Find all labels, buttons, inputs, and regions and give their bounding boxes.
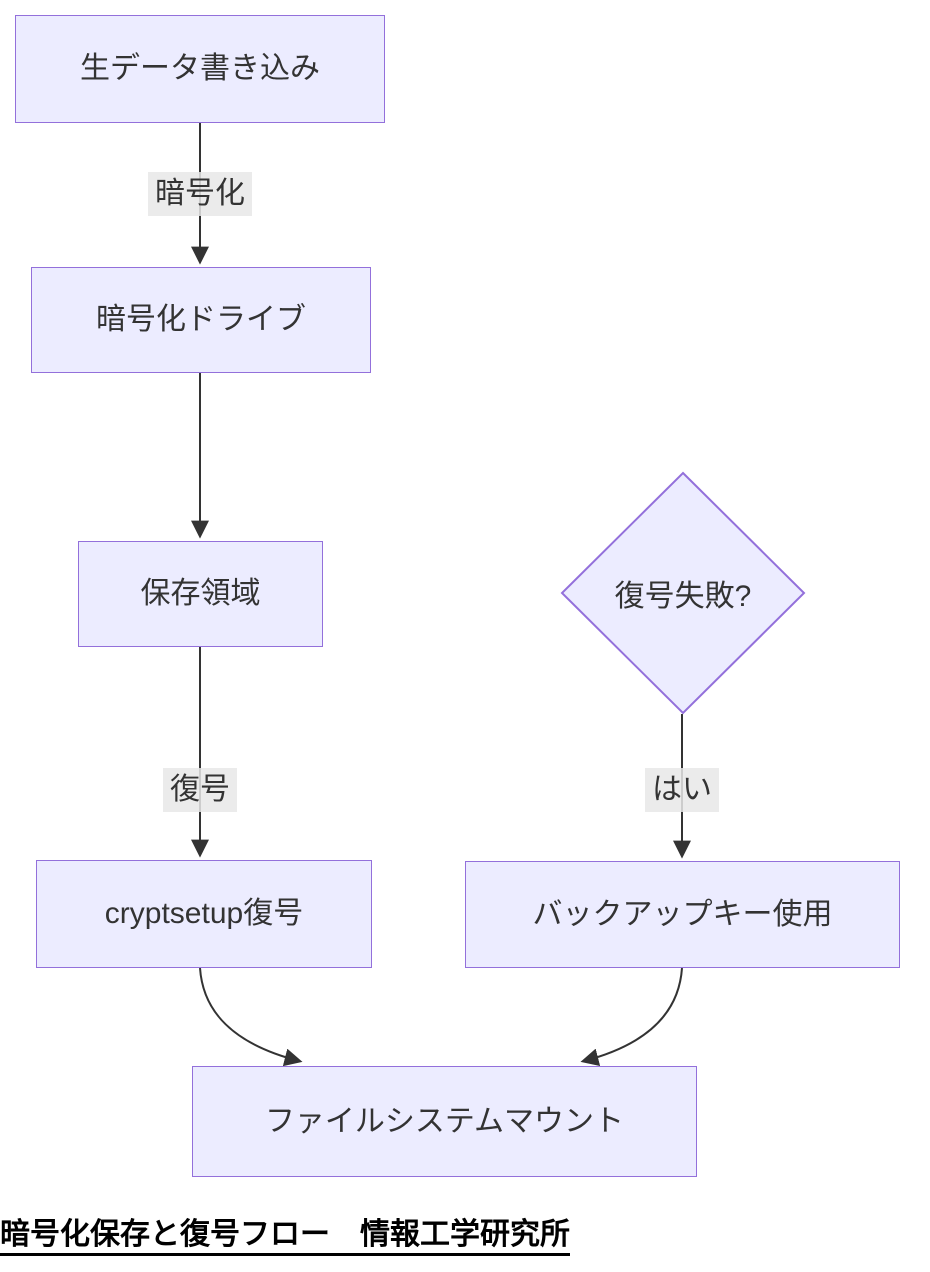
node-decrypt-fail: 復号失敗? <box>561 472 805 714</box>
node-encrypted-drive-label: 暗号化ドライブ <box>96 303 306 336</box>
diagram-caption: 暗号化保存と復号フロー 情報工学研究所 <box>0 1218 570 1256</box>
edge-cryptsetup-to-mount <box>199 967 303 1067</box>
node-storage-area-label: 保存領域 <box>140 577 261 610</box>
node-decrypt-fail-shape <box>560 471 806 715</box>
node-decrypt-fail-label: 復号失敗? <box>614 580 752 613</box>
node-encrypted-drive: 暗号化ドライブ <box>31 267 371 373</box>
edge-label-encrypt: 暗号化 <box>148 172 252 216</box>
node-storage-area: 保存領域 <box>78 541 323 647</box>
node-fs-mount-label: ファイルシステムマウント <box>264 1104 625 1138</box>
node-backup-key-label: バックアップキー使用 <box>532 897 833 931</box>
edge-backup-to-mount <box>580 967 683 1067</box>
node-cryptsetup-decrypt: cryptsetup復号 <box>36 860 372 968</box>
node-backup-key: バックアップキー使用 <box>465 861 900 968</box>
node-raw-data-write-label: 生データ書き込み <box>80 52 320 85</box>
node-cryptsetup-decrypt-label: cryptsetup復号 <box>104 897 304 930</box>
edge-label-yes: はい <box>645 768 719 812</box>
edge-label-decrypt: 復号 <box>163 768 237 812</box>
node-fs-mount: ファイルシステムマウント <box>192 1066 697 1177</box>
node-raw-data-write: 生データ書き込み <box>15 15 385 123</box>
